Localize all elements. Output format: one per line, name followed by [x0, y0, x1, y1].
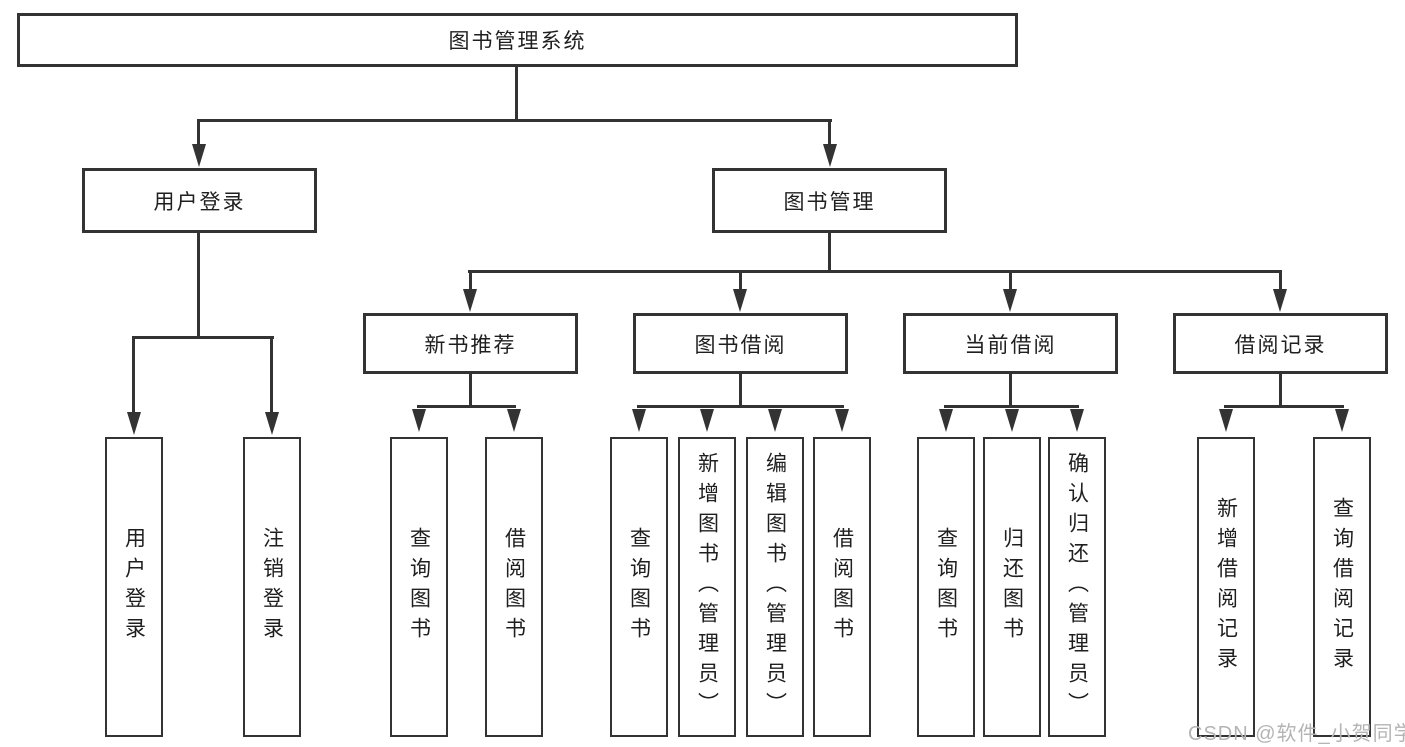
arrow-down-icon — [192, 144, 206, 167]
leaf-add-borrow-record: 新增借阅记录 — [1197, 437, 1255, 737]
arrow-down-icon — [700, 409, 714, 432]
leaf-borrow-book-under-recommend: 借阅图书 — [485, 437, 543, 737]
leaf-query-book-under-current: 查询图书 — [917, 437, 975, 737]
leaf-borrow-book-under-borrowing: 借阅图书 — [813, 437, 871, 737]
leaf-label: 查询图书 — [407, 527, 431, 647]
leaf-edit-book-admin: 编辑图书（管理员） — [746, 437, 804, 737]
leaf-label: 新增图书（管理员） — [695, 452, 719, 722]
node-label: 借阅记录 — [1234, 333, 1327, 357]
leaf-label: 查询借阅记录 — [1330, 497, 1354, 677]
node-current-borrowing: 当前借阅 — [903, 313, 1118, 374]
node-user-login: 用户登录 — [82, 168, 317, 233]
connector-line — [828, 119, 831, 147]
leaf-query-book-under-recommend: 查询图书 — [390, 437, 448, 737]
arrow-down-icon — [1070, 409, 1084, 432]
connector-line — [132, 336, 135, 414]
connector-line — [469, 374, 472, 408]
node-label: 图书管理系统 — [448, 30, 587, 53]
leaf-label: 借阅图书 — [502, 527, 526, 647]
connector-line — [637, 405, 844, 408]
connector-line — [515, 67, 518, 119]
leaf-label: 确认归还（管理员） — [1065, 452, 1089, 722]
connector-line — [1279, 270, 1282, 290]
leaf-query-borrow-record: 查询借阅记录 — [1313, 437, 1371, 737]
connector-line — [1279, 374, 1282, 408]
connector-line — [197, 233, 200, 339]
connector-line — [1009, 270, 1012, 290]
leaf-confirm-return-admin: 确认归还（管理员） — [1048, 437, 1106, 737]
leaf-logout-login: 注销登录 — [243, 437, 301, 737]
connector-line — [417, 405, 516, 408]
node-book-borrowing: 图书借阅 — [633, 313, 848, 374]
csdn-watermark: CSDN @软件_小贺同学 — [1188, 723, 1405, 745]
leaf-label: 查询图书 — [627, 527, 651, 647]
leaf-label: 查询图书 — [934, 527, 958, 647]
connector-line — [1224, 405, 1344, 408]
arrow-down-icon — [835, 409, 849, 432]
leaf-user-login: 用户登录 — [105, 437, 163, 737]
leaf-label: 编辑图书（管理员） — [763, 452, 787, 722]
node-book-management: 图书管理 — [712, 168, 947, 233]
connector-line — [828, 233, 831, 273]
arrow-down-icon — [1273, 289, 1287, 312]
arrow-down-icon — [265, 412, 279, 435]
leaf-label: 用户登录 — [122, 527, 146, 647]
arrow-down-icon — [1005, 409, 1019, 432]
leaf-label: 注销登录 — [260, 527, 284, 647]
arrow-down-icon — [632, 409, 646, 432]
leaf-add-book-admin: 新增图书（管理员） — [678, 437, 736, 737]
arrow-down-icon — [1335, 409, 1349, 432]
node-borrowing-records: 借阅记录 — [1173, 313, 1388, 374]
node-label: 当前借阅 — [964, 333, 1057, 357]
arrow-down-icon — [733, 289, 747, 312]
node-label: 用户登录 — [153, 190, 246, 214]
connector-line — [468, 270, 1282, 273]
leaf-query-book-under-borrowing: 查询图书 — [610, 437, 668, 737]
arrow-down-icon — [507, 409, 521, 432]
connector-line — [197, 119, 200, 147]
arrow-down-icon — [823, 144, 837, 167]
connector-line — [469, 270, 472, 290]
node-new-book-recommend: 新书推荐 — [363, 313, 578, 374]
arrow-down-icon — [127, 412, 141, 435]
leaf-label: 新增借阅记录 — [1214, 497, 1238, 677]
arrow-down-icon — [1219, 409, 1233, 432]
connector-line — [270, 336, 273, 414]
node-label: 图书借阅 — [694, 333, 787, 357]
arrow-down-icon — [1003, 289, 1017, 312]
arrow-down-icon — [939, 409, 953, 432]
node-library-management-system: 图书管理系统 — [17, 13, 1018, 67]
arrow-down-icon — [412, 409, 426, 432]
connector-line — [132, 336, 274, 339]
node-label: 图书管理 — [783, 190, 876, 214]
node-label: 新书推荐 — [424, 333, 517, 357]
leaf-label: 借阅图书 — [830, 527, 854, 647]
leaf-label: 归还图书 — [1000, 527, 1024, 647]
arrow-down-icon — [463, 289, 477, 312]
connector-line — [197, 119, 832, 122]
connector-line — [1009, 374, 1012, 408]
connector-line — [944, 405, 1079, 408]
connector-line — [739, 374, 742, 408]
leaf-return-book: 归还图书 — [983, 437, 1041, 737]
connector-line — [739, 270, 742, 290]
arrow-down-icon — [768, 409, 782, 432]
